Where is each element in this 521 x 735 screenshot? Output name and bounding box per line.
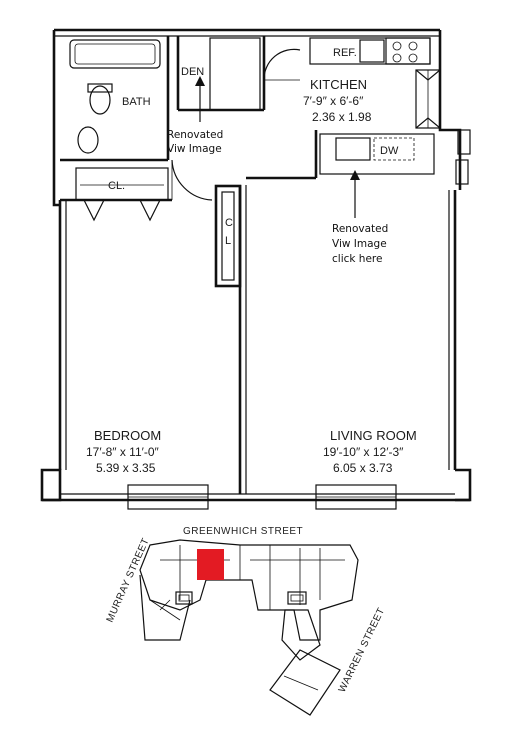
den-arrow-icon: [195, 76, 205, 122]
kitchen-renovated-line3[interactable]: click here: [332, 253, 382, 265]
closet2-l-label: L: [225, 235, 231, 247]
den-renovated-line1[interactable]: Renovated: [167, 129, 223, 141]
bedroom-dim-imperial: 17′-8″ x 11′-0″: [86, 445, 160, 459]
bath-label: BATH: [122, 96, 151, 108]
greenwich-street-label: GREENWHICH STREET: [183, 526, 303, 537]
kitchen-renovated-line1[interactable]: Renovated: [332, 223, 388, 235]
kitchen-dim-metric: 2.36 x 1.98: [312, 110, 372, 124]
ref-label: REF.: [333, 47, 357, 59]
living-dim-metric: 6.05 x 3.73: [333, 461, 393, 475]
kitchen-renovated-line2[interactable]: Viw Image: [332, 238, 387, 250]
kitchen-arrow-icon: [350, 170, 360, 218]
dw-label: DW: [380, 145, 399, 157]
closet-label: CL.: [108, 180, 125, 192]
closet2-c-label: C: [225, 217, 233, 229]
interior-walls: [60, 36, 441, 494]
den-renovated-link[interactable]: Renovated Viw Image: [167, 129, 223, 155]
key-plan: [139, 539, 359, 716]
unit-highlight: [197, 549, 224, 580]
kitchen-title: KITCHEN: [310, 77, 367, 92]
bedroom-dim-metric: 5.39 x 3.35: [96, 461, 156, 475]
living-dim-imperial: 19′-10″ x 12′-3″: [323, 445, 404, 459]
outer-walls: [40, 28, 472, 510]
bedroom-title: BEDROOM: [94, 428, 161, 443]
murray-street-label: MURRAY STREET: [105, 536, 152, 624]
bath-fixtures: [69, 39, 161, 154]
den-label: DEN: [181, 66, 204, 78]
warren-street-label: WARREN STREET: [337, 606, 388, 694]
den-renovated-line2[interactable]: Viw Image: [167, 143, 222, 155]
kitchen-renovated-link[interactable]: Renovated Viw Image click here: [332, 223, 388, 265]
living-title: LIVING ROOM: [330, 428, 417, 443]
kitchen-dim-imperial: 7′-9″ x 6′-6″: [303, 94, 364, 108]
